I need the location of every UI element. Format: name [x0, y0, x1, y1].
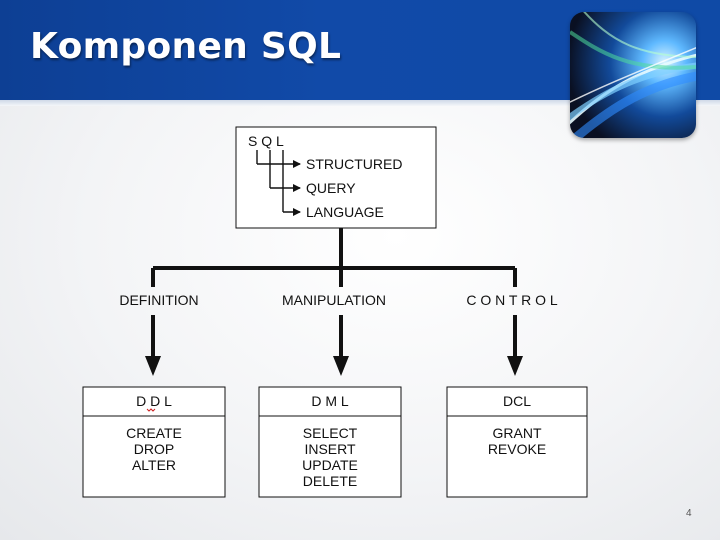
dcl-box: DCL GRANT REVOKE: [446, 386, 588, 498]
dcl-command: REVOKE: [488, 441, 546, 457]
sql-expansion-structured: STRUCTURED: [306, 156, 402, 172]
category-definition: DEFINITION: [119, 292, 198, 308]
connector-arrowheads: [145, 356, 523, 376]
ddl-command: DROP: [134, 441, 174, 457]
sql-acronym: S Q L: [248, 133, 284, 149]
dcl-title: DCL: [503, 393, 531, 409]
dml-command: UPDATE: [302, 457, 358, 473]
light-streak-logo-icon: [570, 12, 696, 138]
dml-title: D M L: [311, 393, 349, 409]
ddl-title: D D L: [136, 393, 172, 409]
sql-expansion-query: QUERY: [306, 180, 356, 196]
dcl-command: GRANT: [493, 425, 542, 441]
ddl-command: CREATE: [126, 425, 182, 441]
header-divider: [0, 100, 720, 106]
category-control: C O N T R O L: [466, 292, 557, 308]
ddl-box: D D L CREATE DROP ALTER: [82, 386, 226, 498]
category-manipulation: MANIPULATION: [282, 292, 386, 308]
connector-tree: [151, 228, 517, 358]
ddl-command: ALTER: [132, 457, 176, 473]
dml-command: SELECT: [303, 425, 358, 441]
arrow-down-dml-icon: [333, 356, 349, 376]
dml-box: D M L SELECT INSERT UPDATE DELETE: [258, 386, 402, 498]
slide-title: Komponen SQL: [30, 26, 342, 67]
dml-command: DELETE: [303, 473, 357, 489]
arrow-down-ddl-icon: [145, 356, 161, 376]
arrow-down-dcl-icon: [507, 356, 523, 376]
sql-bracket-lines: [256, 150, 301, 216]
spellcheck-underline: [146, 408, 156, 412]
sql-expansion-language: LANGUAGE: [306, 204, 384, 220]
page-number: 4: [686, 508, 692, 519]
dml-command: INSERT: [304, 441, 356, 457]
